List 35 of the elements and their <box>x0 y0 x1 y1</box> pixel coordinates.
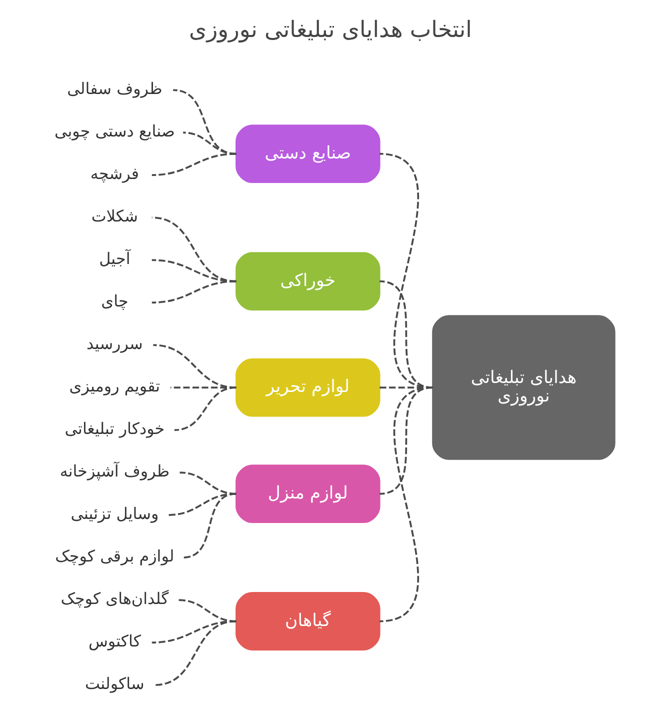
node-text: خودکار تبلیغاتی <box>64 419 164 438</box>
node-text: چای <box>100 292 128 311</box>
node-text: ساکولنت <box>84 674 144 694</box>
node-text: فرشچه <box>90 164 138 184</box>
connector <box>170 386 236 388</box>
node-text: آجیل <box>98 249 130 268</box>
node-text: شکلات <box>90 206 138 226</box>
node-box: صنایع دستی <box>235 124 380 184</box>
connector <box>179 472 236 495</box>
node-box: لوازم منزل <box>235 464 380 523</box>
node-text: تقویم رومیزی <box>68 376 160 396</box>
node-box: گیاهان <box>235 592 380 650</box>
connector <box>174 386 236 431</box>
connector <box>172 89 236 155</box>
node-text: ظروف سفالی <box>66 79 162 98</box>
connector <box>378 386 432 622</box>
node-text: سررسید <box>86 334 142 354</box>
node-box: هدایای تبلیغاتی نوروزی <box>432 315 615 460</box>
connector <box>151 280 236 304</box>
diagram-title: انتخاب هدایای تبلیغاتی نوروزی <box>188 17 472 44</box>
connector <box>182 132 236 155</box>
node-text: گلدان‌های کوچک <box>60 589 168 608</box>
node-box: لوازم تحریر <box>235 358 380 417</box>
connector <box>151 152 236 176</box>
connector <box>182 492 236 558</box>
node-text: صنایع دستی چوبی <box>54 122 174 141</box>
node-text: ظروف آشپزخانه <box>59 462 170 481</box>
node-text: وسایل تزئینی <box>70 504 158 524</box>
node-box: خوراکی <box>235 252 380 311</box>
node-text: کاکتوس <box>88 632 140 651</box>
connector <box>178 599 236 622</box>
connector <box>151 216 236 282</box>
connector <box>152 344 236 388</box>
node-text: لوازم برقی کوچک <box>54 546 174 566</box>
connector <box>154 620 236 686</box>
